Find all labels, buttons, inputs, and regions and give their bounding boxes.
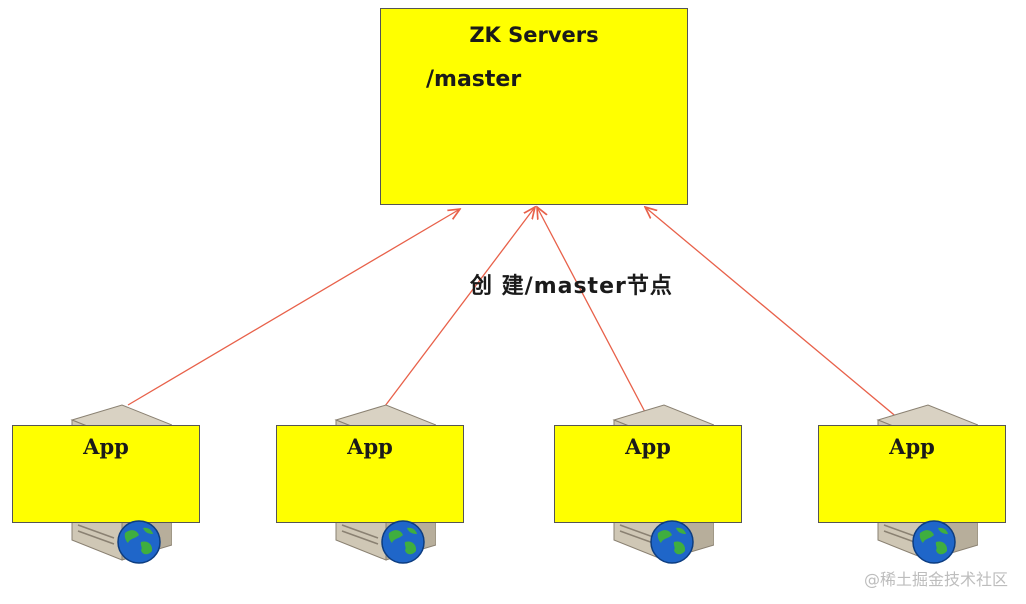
app-node-4: App — [818, 400, 1018, 564]
globe-icon — [117, 520, 161, 564]
app-label: App — [83, 434, 129, 459]
watermark: @稀土掘金技术社区 — [863, 570, 1008, 589]
globe-icon — [381, 520, 425, 564]
app-node-1: App — [12, 400, 212, 564]
app-box: App — [818, 425, 1006, 523]
edge-caption: 创 建/master节点 — [470, 274, 673, 299]
zk-servers-title: ZK Servers — [469, 23, 599, 47]
app-label: App — [347, 434, 393, 459]
app-box: App — [12, 425, 200, 523]
app-box: App — [276, 425, 464, 523]
app-label: App — [889, 434, 935, 459]
app-label: App — [625, 434, 671, 459]
app-node-3: App — [554, 400, 754, 564]
edge-app1-to-zk — [127, 209, 460, 406]
app-box: App — [554, 425, 742, 523]
edge-app3-to-zk — [537, 207, 646, 413]
zk-master-path: /master — [426, 67, 522, 92]
edge-app2-to-zk — [381, 207, 535, 411]
zk-servers-node: ZK Servers /master — [380, 8, 688, 205]
globe-icon — [912, 520, 956, 564]
edge-app4-to-zk — [645, 207, 906, 425]
app-node-2: App — [276, 400, 476, 564]
globe-icon — [650, 520, 694, 564]
